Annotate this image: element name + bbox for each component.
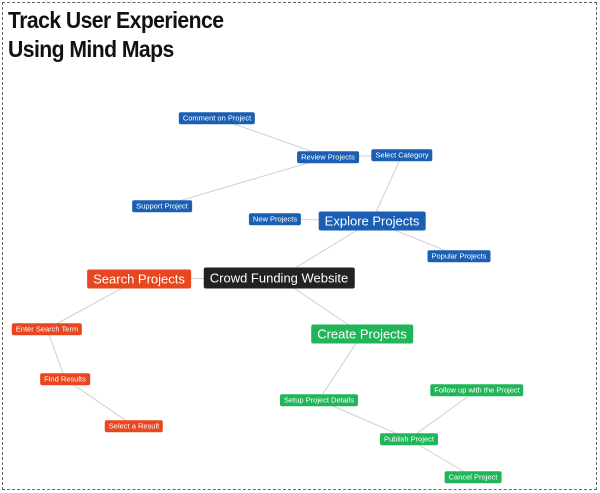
node-explore-projects[interactable]: Explore Projects xyxy=(318,211,426,231)
node-cancel-project[interactable]: Cancel Project xyxy=(444,471,502,483)
node-support-project[interactable]: Support Project xyxy=(132,200,192,212)
link-review-comment xyxy=(216,117,329,158)
node-crowd-funding-website[interactable]: Crowd Funding Website xyxy=(203,267,355,289)
node-publish-project[interactable]: Publish Project xyxy=(379,433,439,445)
link-publish-cancel xyxy=(408,438,474,478)
link-explore-category xyxy=(371,154,403,222)
link-publish-follow xyxy=(408,389,478,440)
node-popular-projects[interactable]: Popular Projects xyxy=(427,250,491,262)
node-follow-up-with-the-project[interactable]: Follow up with the Project xyxy=(430,384,524,396)
node-find-results[interactable]: Find Results xyxy=(40,373,90,385)
title-line-1: Track User Experience xyxy=(8,7,224,33)
node-select-a-result[interactable]: Select a Result xyxy=(104,420,164,432)
node-search-projects[interactable]: Search Projects xyxy=(87,269,191,289)
node-review-projects[interactable]: Review Projects xyxy=(297,151,359,163)
link-create-setup xyxy=(318,333,363,401)
link-setup-publish xyxy=(318,399,410,440)
node-select-category[interactable]: Select Category xyxy=(371,149,433,161)
node-new-projects[interactable]: New Projects xyxy=(248,213,302,225)
node-create-projects[interactable]: Create Projects xyxy=(311,324,413,344)
title-line-2: Using Mind Maps xyxy=(8,36,174,62)
link-find-select xyxy=(64,378,135,427)
node-setup-project-details[interactable]: Setup Project Details xyxy=(279,394,359,406)
node-enter-search-term[interactable]: Enter Search Term xyxy=(11,323,83,335)
node-comment-on-project[interactable]: Comment on Project xyxy=(178,112,256,124)
page-title: Track User Experience Using Mind Maps xyxy=(8,6,224,64)
link-enter-find xyxy=(46,328,66,380)
link-review-support xyxy=(161,156,329,207)
